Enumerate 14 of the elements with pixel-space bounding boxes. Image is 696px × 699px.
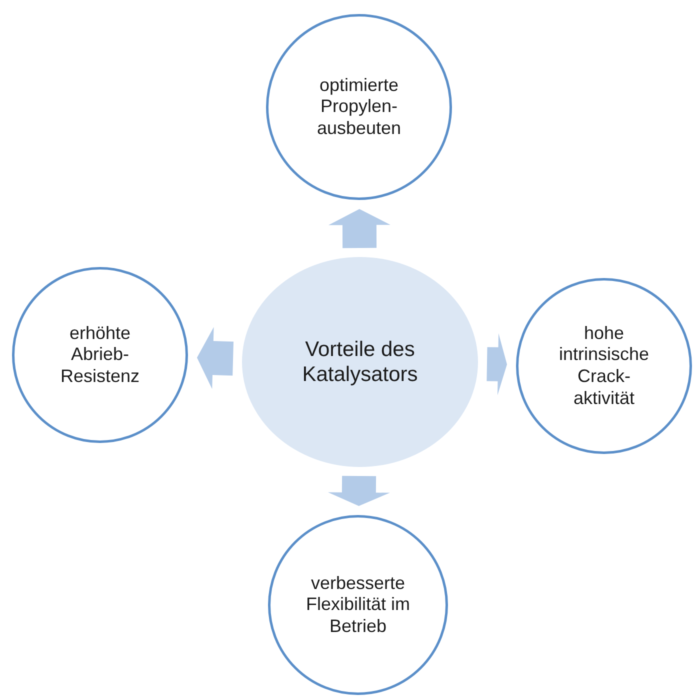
circle-node	[12, 267, 188, 443]
node-label: Vorteile des Katalysators	[301, 336, 419, 388]
block-arrow	[328, 209, 390, 248]
circle-node	[266, 14, 452, 200]
ellipse-node	[242, 257, 478, 467]
circle-node	[516, 278, 692, 454]
block-arrow	[328, 476, 390, 506]
block-arrow	[196, 327, 234, 390]
block-arrow	[486, 333, 508, 396]
circle-node	[268, 515, 448, 695]
node-label: optimierte Propylen- ausbeuten	[316, 74, 402, 140]
node-label: erhöhte Abrieb- Resistenz	[59, 322, 141, 388]
node-label: hohe intrinsische Crack- aktivität	[558, 322, 650, 410]
node-label: verbesserte Flexibilität im Betrieb	[304, 572, 412, 638]
